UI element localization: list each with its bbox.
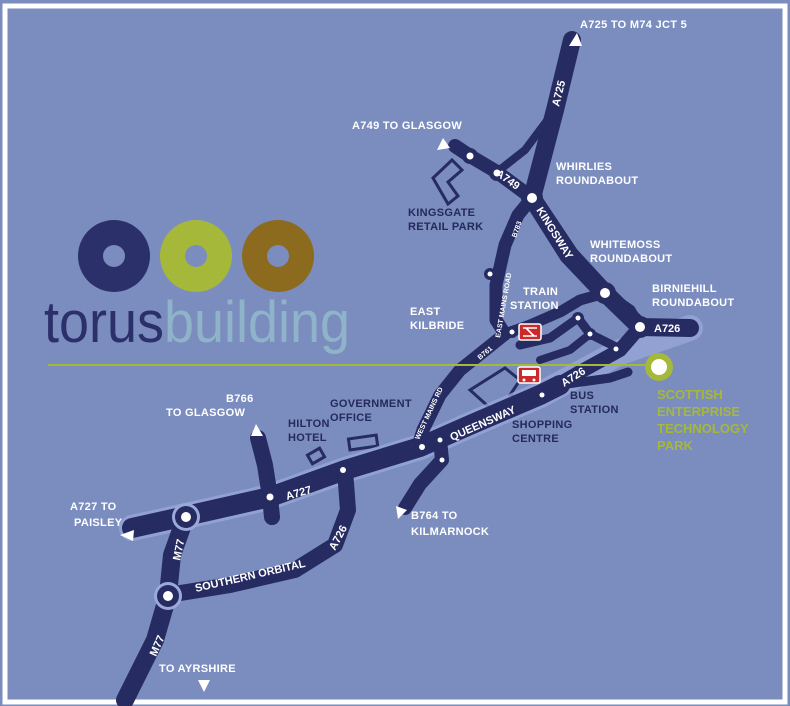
logo-word-torus: torus [44, 290, 164, 355]
dest-a749: A749 TO GLASGOW [352, 120, 462, 132]
place-ek-1: EAST [410, 306, 441, 318]
road-queensway-a727 [122, 375, 570, 538]
torus-logo: torusbuilding [44, 220, 350, 355]
arrow-icon [569, 33, 582, 46]
map-frame [2, 3, 788, 705]
road-a726-south [160, 462, 356, 603]
place-shopping-1: SHOPPING [512, 419, 572, 431]
road-b783 [489, 191, 539, 341]
place-whitemoss-1: WHITEMOSS [590, 239, 661, 251]
road-label-a726-mid: A726 [654, 323, 680, 335]
site-label-3: TECHNOLOGY [657, 421, 749, 436]
place-gov-1: GOVERNMENT [330, 398, 412, 410]
dest-a727-2: PAISLEY [74, 517, 123, 529]
site-label-2: ENTERPRISE [657, 404, 740, 419]
government-building [346, 433, 380, 452]
arrow-icon [198, 680, 210, 692]
dest-b764-1: B764 TO [411, 510, 458, 522]
place-birniehill-2: ROUNDABOUT [652, 297, 734, 309]
dest-ayrshire: TO AYRSHIRE [159, 663, 236, 675]
place-ek-2: KILBRIDE [410, 320, 464, 332]
place-kingsgate-1: KINGSGATE [408, 207, 475, 219]
direction-arrows [120, 33, 582, 692]
dest-a727-1: A727 TO [70, 501, 117, 513]
arrow-icon [437, 138, 450, 150]
place-whirlies-2: ROUNDABOUT [556, 175, 638, 187]
dest-b764-2: KILMARNOCK [411, 526, 489, 538]
place-hilton-1: HILTON [288, 418, 330, 430]
dest-b766-1: B766 [226, 393, 254, 405]
place-shopping-2: CENTRE [512, 433, 559, 445]
site-label-1: SCOTTISH [657, 387, 723, 402]
rail-icon [518, 323, 542, 341]
place-whitemoss-2: ROUNDABOUT [590, 253, 672, 265]
place-birniehill-1: BIRNIEHILL [652, 283, 717, 295]
place-kingsgate-2: RETAIL PARK [408, 221, 483, 233]
arrow-icon [396, 506, 407, 519]
arrow-icon [120, 530, 134, 541]
place-bus-1: BUS [570, 390, 594, 402]
place-bus-2: STATION [570, 404, 619, 416]
place-gov-2: OFFICE [330, 412, 372, 424]
svg-text:torusbuilding: torusbuilding [44, 290, 350, 355]
place-whirlies-1: WHIRLIES [556, 161, 612, 173]
arrow-icon [251, 424, 263, 436]
road-b761 [411, 327, 512, 453]
road-b764 [398, 433, 449, 515]
place-train-1: TRAIN [523, 286, 558, 298]
hilton-building [305, 446, 327, 466]
place-hilton-2: HOTEL [288, 432, 327, 444]
logo-word-building: building [164, 290, 350, 355]
road-b766 [250, 430, 280, 525]
kingsgate-building [431, 157, 465, 207]
site-marker-icon [645, 353, 673, 381]
roundabouts [154, 148, 651, 610]
road-a749 [448, 139, 539, 205]
dest-a725: A725 TO M74 JCT 5 [580, 19, 687, 31]
site-label-4: PARK [657, 438, 693, 453]
dest-b766-2: TO GLASGOW [166, 407, 246, 419]
road-label-m77-north: M77 [171, 538, 187, 561]
bus-icon [517, 366, 541, 384]
place-train-2: STATION [510, 300, 559, 312]
